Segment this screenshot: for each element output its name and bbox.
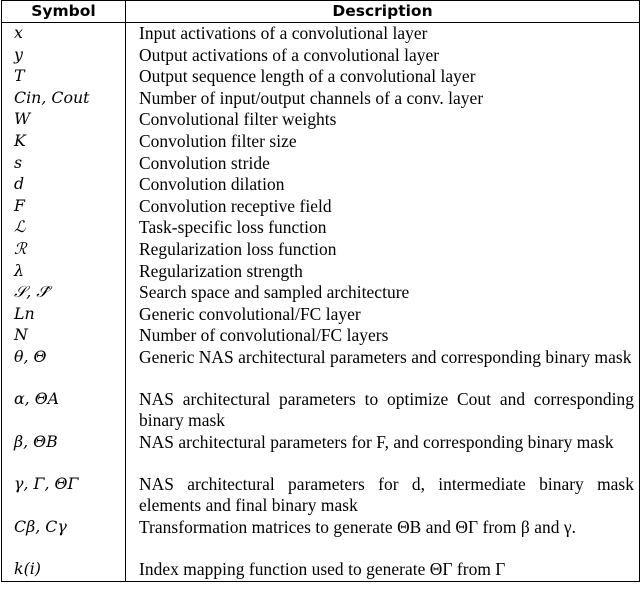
symbol-cell: N (1, 325, 126, 347)
description-cell: Transformation matrices to generate ΘB a… (139, 516, 576, 537)
symbol-cell: Cin, Cout (1, 87, 126, 110)
symbol-cell: α, ΘA (1, 389, 126, 432)
symbol-cell: λ (1, 260, 126, 283)
description-cell: Task-specific loss function (139, 217, 327, 238)
description-cell: Search space and sampled architecture (139, 282, 410, 303)
description-cell: Number of convolutional/FC layers (139, 325, 389, 346)
table-row: α, ΘA NAS architectural parameters to op… (1, 389, 640, 432)
description-cell: Number of input/output channels of a con… (139, 87, 484, 108)
table-row: x Input activations of a convolutional l… (1, 22, 640, 45)
description-cell: Generic convolutional/FC layer (139, 303, 361, 324)
description-cell: Convolution filter size (139, 130, 297, 151)
table-row: F Convolution receptive field (1, 195, 640, 218)
description-cell: Convolution dilation (139, 174, 285, 195)
table-row: 𝒮, 𝒮̂ Search space and sampled architect… (1, 282, 640, 304)
table-row: T Output sequence length of a convolutio… (1, 66, 640, 88)
table-row: Ln Generic convolutional/FC layer (1, 303, 640, 326)
table-row: K Convolution filter size (1, 130, 640, 153)
description-cell: NAS architectural parameters to optimize… (139, 389, 634, 430)
table-row: θ, Θ Generic NAS architectural parameter… (1, 346, 640, 390)
table-row: β, ΘB NAS architectural parameters for F… (1, 431, 640, 475)
table-row: y Output activations of a convolutional … (1, 44, 640, 67)
description-cell: Convolutional filter weights (139, 109, 337, 130)
table-row: Cin, Cout Number of input/output channel… (1, 87, 640, 110)
table-row: Cβ, Cγ Transformation matrices to genera… (1, 516, 640, 560)
symbol-cell: Ln (1, 303, 126, 326)
description-cell: NAS architectural parameters for F, and … (139, 431, 614, 452)
table-row: ℒ Task-specific loss function (1, 217, 640, 239)
table-row: N Number of convolutional/FC layers (1, 325, 640, 347)
symbol-cell: x (1, 22, 126, 45)
symbol-cell: T (1, 66, 126, 88)
header-row: Symbol Description (1, 0, 640, 23)
symbol-cell: y (1, 44, 126, 67)
table-row: s Convolution stride (1, 152, 640, 175)
symbol-column-header: Symbol (1, 0, 126, 23)
description-cell: Convolution receptive field (139, 195, 332, 216)
table-row: ℛ Regularization loss function (1, 238, 640, 261)
symbol-cell: ℒ (1, 217, 126, 239)
symbol-cell: β, ΘB (1, 431, 126, 475)
description-cell: Input activations of a convolutional lay… (139, 23, 428, 43)
symbol-cell: θ, Θ (1, 346, 126, 390)
table-row: W Convolutional filter weights (1, 109, 640, 131)
table-row: k(i) Index mapping function used to gene… (1, 559, 640, 582)
description-column-header: Description (125, 0, 640, 23)
description-cell: Output sequence length of a convolutiona… (139, 66, 476, 87)
description-cell: Output activations of a convolutional la… (139, 44, 440, 65)
symbol-cell: k(i) (1, 559, 126, 582)
symbol-cell: W (1, 109, 126, 131)
description-cell: NAS architectural parameters for d, inte… (139, 474, 634, 515)
symbol-cell: s (1, 152, 126, 175)
description-cell: Convolution stride (139, 152, 270, 173)
description-cell: Regularization strength (139, 260, 303, 281)
symbol-cell: d (1, 174, 126, 196)
description-cell: Regularization loss function (139, 238, 337, 259)
symbol-cell: γ, Γ, ΘΓ (1, 474, 126, 517)
table-row: γ, Γ, ΘΓ NAS architectural parameters fo… (1, 474, 640, 517)
symbol-cell: K (1, 130, 126, 153)
table-row: λ Regularization strength (1, 260, 640, 283)
notation-table: Symbol Description x Input activations o… (1, 0, 640, 582)
description-cell: Generic NAS architectural parameters and… (139, 346, 632, 367)
symbol-cell: F (1, 195, 126, 218)
description-cell: Index mapping function used to generate … (139, 559, 506, 580)
symbol-cell: ℛ (1, 238, 126, 261)
symbol-cell: Cβ, Cγ (1, 516, 126, 560)
table-row: d Convolution dilation (1, 174, 640, 196)
symbol-cell: 𝒮, 𝒮̂ (1, 282, 126, 304)
